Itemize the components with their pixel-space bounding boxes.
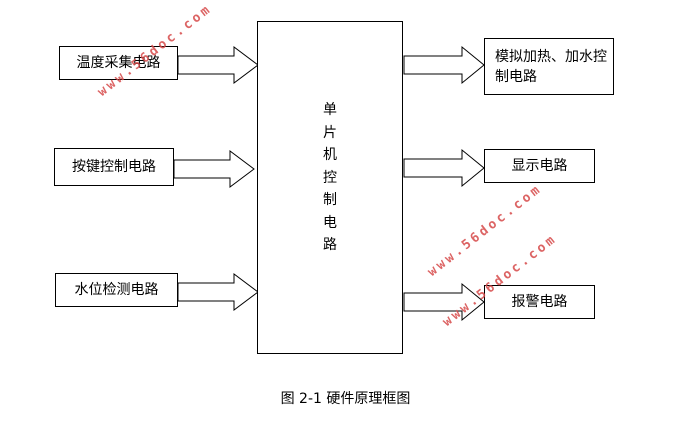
input-box-temperature: 温度采集电路 bbox=[59, 46, 178, 80]
output-box-heating: 模拟加热、加水控制电路 bbox=[484, 38, 614, 95]
output-label-heating: 模拟加热、加水控制电路 bbox=[495, 48, 607, 85]
arrow-keypad-to-mcu bbox=[173, 150, 255, 188]
input-label-temperature: 温度采集电路 bbox=[76, 55, 161, 71]
output-label-alarm: 报警电路 bbox=[511, 294, 568, 310]
figure-caption: 图 2-1 硬件原理框图 bbox=[280, 391, 411, 407]
input-label-keypad: 按键控制电路 bbox=[72, 159, 156, 175]
arrow-waterlevel-to-mcu bbox=[177, 273, 259, 311]
arrow-mcu-to-display bbox=[403, 148, 485, 188]
output-box-display: 显示电路 bbox=[484, 149, 595, 183]
input-box-waterlevel: 水位检测电路 bbox=[55, 273, 178, 307]
output-box-alarm: 报警电路 bbox=[484, 285, 595, 319]
arrow-mcu-to-heating bbox=[403, 45, 485, 85]
arrow-temperature-to-mcu bbox=[177, 46, 259, 84]
input-box-keypad: 按键控制电路 bbox=[54, 148, 174, 186]
mcu-control-label: 单片机控制电路 bbox=[323, 102, 337, 253]
output-label-display: 显示电路 bbox=[511, 158, 568, 174]
input-label-waterlevel: 水位检测电路 bbox=[74, 282, 159, 298]
arrow-mcu-to-alarm bbox=[403, 282, 485, 322]
mcu-control-box: 单片机控制电路 bbox=[257, 21, 403, 354]
